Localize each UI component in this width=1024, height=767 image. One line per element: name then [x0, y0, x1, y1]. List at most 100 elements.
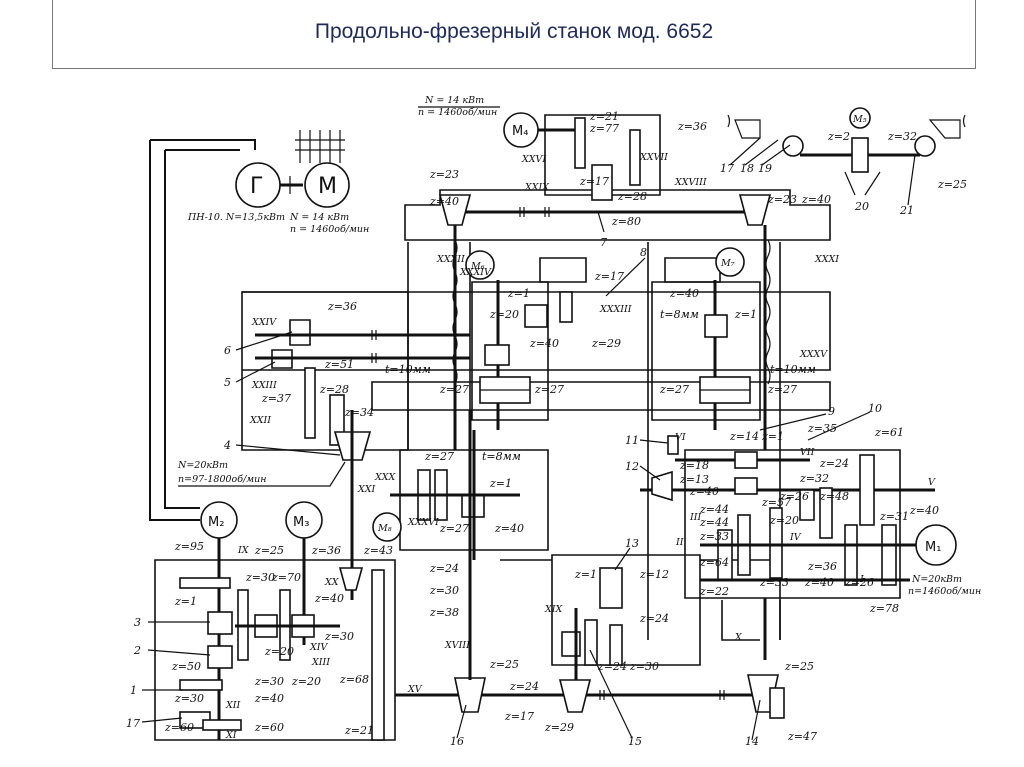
label-z44: z=44: [699, 516, 729, 529]
clamp-left: [734, 119, 761, 139]
label-z36: z=36: [677, 120, 707, 133]
callout-19: 19: [758, 162, 772, 175]
shaft-xxxv: XXXV: [799, 349, 828, 360]
motor-m2-label: M₂: [208, 515, 224, 530]
bevel-gear-left: [438, 194, 472, 226]
worm-12: [734, 477, 758, 495]
clutch-6: [289, 319, 311, 346]
label-z20-a: z=20: [264, 645, 294, 658]
leader-21: [907, 154, 916, 206]
label-z30-c: z=30: [254, 675, 284, 688]
label-z78: z=78: [869, 602, 899, 615]
label-z20-feed: z=20: [769, 514, 799, 527]
shaft-xxxi: XXXI: [814, 254, 839, 265]
callout-5: 5: [224, 376, 231, 389]
shaft-xxxvi: XXXVI: [407, 517, 439, 528]
leader-6: [235, 331, 293, 351]
label-z30-a: z=30: [245, 571, 275, 584]
callout-17-top: 17: [720, 162, 734, 175]
label-z25-right: z=25: [784, 660, 814, 673]
label-z24-bottom: z=24: [509, 680, 539, 693]
leader-12: [639, 465, 661, 481]
leader-14: [751, 699, 761, 741]
gear-z31: [881, 524, 897, 586]
leader-7: [597, 211, 605, 233]
gear-z51: [304, 367, 316, 439]
label-z1-table: z=1: [574, 568, 597, 581]
leader-8: [605, 257, 646, 297]
leader-17-top: [729, 137, 761, 166]
callout-6: 6: [224, 344, 231, 357]
shaft-xxiv: XXIV: [251, 317, 277, 328]
label-z40-drive: z=40: [314, 592, 344, 605]
callouts: 1 2 3 4 5 6 7 8 9 10 11 12 13 14 15 16 1…: [126, 137, 916, 748]
leader-17: [141, 717, 183, 723]
callout-3: 3: [134, 616, 141, 629]
label-z24-feed: z=24: [819, 457, 849, 470]
motor-head-left-label: M₆: [470, 261, 485, 272]
callout-9: 9: [828, 405, 835, 418]
crossbeam-frame: [404, 189, 831, 241]
label-z17-top: z=17: [579, 175, 609, 188]
motor-spec-speed: n = 1460об/мин: [290, 224, 369, 235]
worm-z1-left: [559, 291, 573, 323]
label-z34: z=34: [344, 406, 374, 419]
label-z40-left: z=40: [429, 195, 459, 208]
shaft-xxxiii: XXXIII: [599, 304, 632, 315]
label-z1-feed: z=1: [761, 430, 784, 443]
label-z40-right-head: z=40: [669, 287, 699, 300]
shaft-ix: IX: [237, 545, 250, 556]
worm-box-right: [704, 314, 728, 338]
callout-4: 4: [223, 439, 231, 452]
label-z27-a: z=27: [439, 383, 469, 396]
label-z23-left: z=23: [429, 168, 459, 181]
label-z36-left: z=36: [327, 300, 357, 313]
label-z57: z=57: [761, 496, 791, 509]
shaft-xxvi: XXVI: [521, 154, 546, 165]
shaft-xxi: XXI: [357, 484, 376, 495]
shaft-xv: XV: [407, 684, 423, 695]
label-z17-mid: z=17: [594, 270, 624, 283]
label-z30-right: z=30: [429, 584, 459, 597]
label-z30-b: z=30: [324, 630, 354, 643]
handwheel-12: [651, 470, 673, 502]
clamp-nut-right: [914, 135, 936, 157]
m1-power: N=20кВт: [911, 574, 962, 585]
shaft-xxx: XXX: [374, 472, 397, 483]
label-z13: z=13: [679, 473, 709, 486]
shaft-numerals: XXVI XXVII XXIX XXVIII XXXI XXXII XXXIV …: [225, 152, 936, 741]
shaft-ii: II: [675, 537, 684, 548]
power-cables: [149, 140, 200, 521]
leader-10: [807, 411, 871, 441]
label-z70: z=70: [271, 571, 301, 584]
bed-lines-2: [721, 600, 760, 641]
shaft-iii: III: [689, 512, 702, 523]
label-z32-feed: z=32: [799, 472, 829, 485]
label-t10-right: t=10мм: [770, 363, 816, 376]
callout-15: 15: [628, 735, 642, 748]
leader-19: [761, 144, 791, 166]
motor-m4-label: M₄: [512, 124, 528, 139]
shaft-xxviii: XXVIII: [674, 177, 707, 188]
clamp-leaders: [844, 171, 881, 196]
label-z30-table: z=30: [629, 660, 659, 673]
label-z21: z=21: [589, 110, 619, 123]
motor-m5-icon: [849, 107, 871, 129]
callout-10: 10: [868, 402, 882, 415]
label-z77: z=77: [589, 122, 619, 135]
label-z33: z=33: [699, 530, 729, 543]
label-z40-b: z=40: [804, 576, 834, 589]
label-z1-head: z=1: [507, 287, 530, 300]
clamp-nut-left: [782, 135, 804, 157]
label-z25-table: z=25: [489, 658, 519, 671]
slide-title: Продольно-фрезерный станок мод. 6652: [314, 20, 714, 43]
shaft-xxxiv: XXXIV: [459, 267, 492, 278]
worm-9: [734, 451, 758, 469]
m4-gearbox: [544, 114, 661, 196]
label-z31: z=31: [879, 510, 909, 523]
label-z17-bottom: z=17: [504, 710, 534, 723]
motor-side-head-label: M₈: [377, 523, 392, 534]
power-cable-top: [150, 139, 256, 151]
motor-m3-label: M₃: [293, 515, 309, 530]
label-z40-head: z=40: [529, 337, 559, 350]
